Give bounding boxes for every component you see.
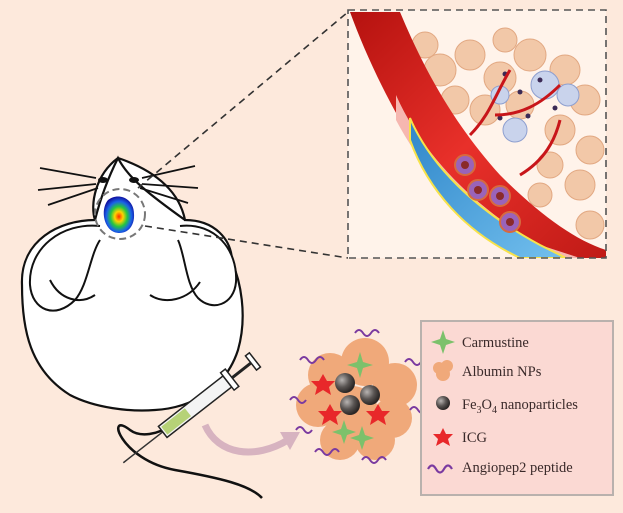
mouse-body [20,156,244,412]
mouse-head [93,155,186,221]
fluorescence-hotspot [103,196,135,234]
fe3o4-spheres [335,373,380,415]
blob-icon [433,360,453,381]
vessel-lumen [409,117,567,258]
mouse-left-paw [49,279,96,301]
legend-label-carmustine: Carmustine [462,335,529,351]
star6-icon [433,428,453,446]
carmustine-stars [332,352,374,450]
nanoparticle-cluster [289,329,427,464]
legend-box [420,320,614,496]
inset-frame [347,9,607,259]
mouse-left-eye [98,177,108,183]
icg-stars [311,374,390,425]
legend-label-albumin: Albumin NPs [462,364,542,380]
mouse-whiskers [37,165,199,206]
legend-label-fe3o4: Fe3O4 nanoparticles [462,397,578,416]
tumor-region-circle [94,188,146,240]
mouse-right-paw [149,281,201,302]
syringe [122,351,262,464]
mouse [20,155,263,499]
injection-arrowhead [280,432,300,450]
injection-arrow [201,423,290,456]
sphere-icon [436,396,450,410]
lumen-nanoparticles [454,154,521,233]
legend-label-angiopep: Angiopep2 peptide [462,460,573,476]
wave-icon [427,464,453,474]
mouse-left-ear [28,224,101,312]
vessel-inset [347,9,607,259]
zoom-lines [137,11,349,259]
legend-label-icg: ICG [462,430,488,446]
vessel-wall [350,12,606,258]
capillaries [468,69,562,177]
star4-icon [431,330,455,354]
legend: Carmustine Albumin NPs Fe3O4 nanoparticl… [420,320,614,496]
mouse-right-eye [129,177,139,183]
